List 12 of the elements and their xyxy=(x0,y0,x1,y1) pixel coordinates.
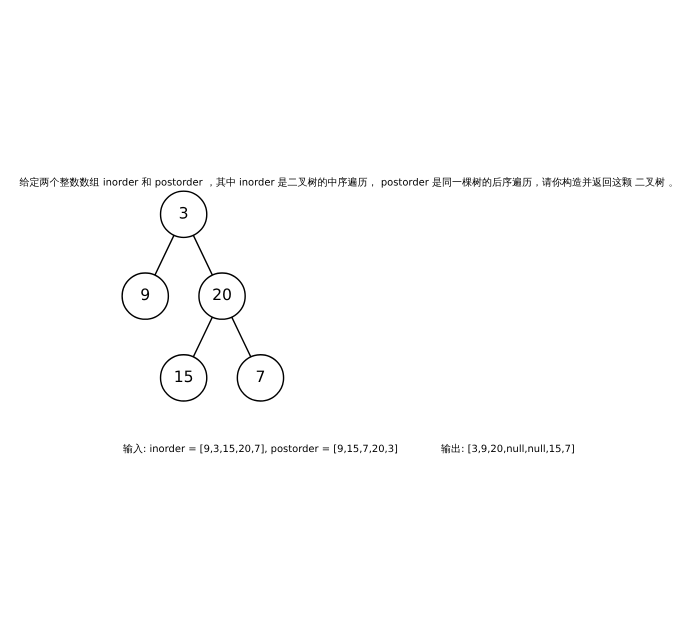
connector xyxy=(154,235,175,276)
node-circle: 7 xyxy=(236,354,284,402)
node-circle: 3 xyxy=(160,190,208,238)
connector xyxy=(231,316,252,357)
node-circle: 15 xyxy=(160,354,208,402)
node-circle: 9 xyxy=(121,272,170,320)
label: 输入: inorder = [9,3,15,20,7], postorder = [9,15,7,20,3] xyxy=(122,444,398,455)
connector xyxy=(192,235,213,276)
label: 输出: [3,9,20,null,null,15,7] xyxy=(441,444,575,455)
node-circle: 20 xyxy=(198,272,246,320)
diagram-title: 给定两个整数数组 inorder 和 postorder ，其中 inorder 是二叉树的中序遍历， postorder 是同一棵树的后序遍历，请你构造并返回这颗 二叉树 。 xyxy=(20,178,678,189)
connector xyxy=(192,316,213,357)
